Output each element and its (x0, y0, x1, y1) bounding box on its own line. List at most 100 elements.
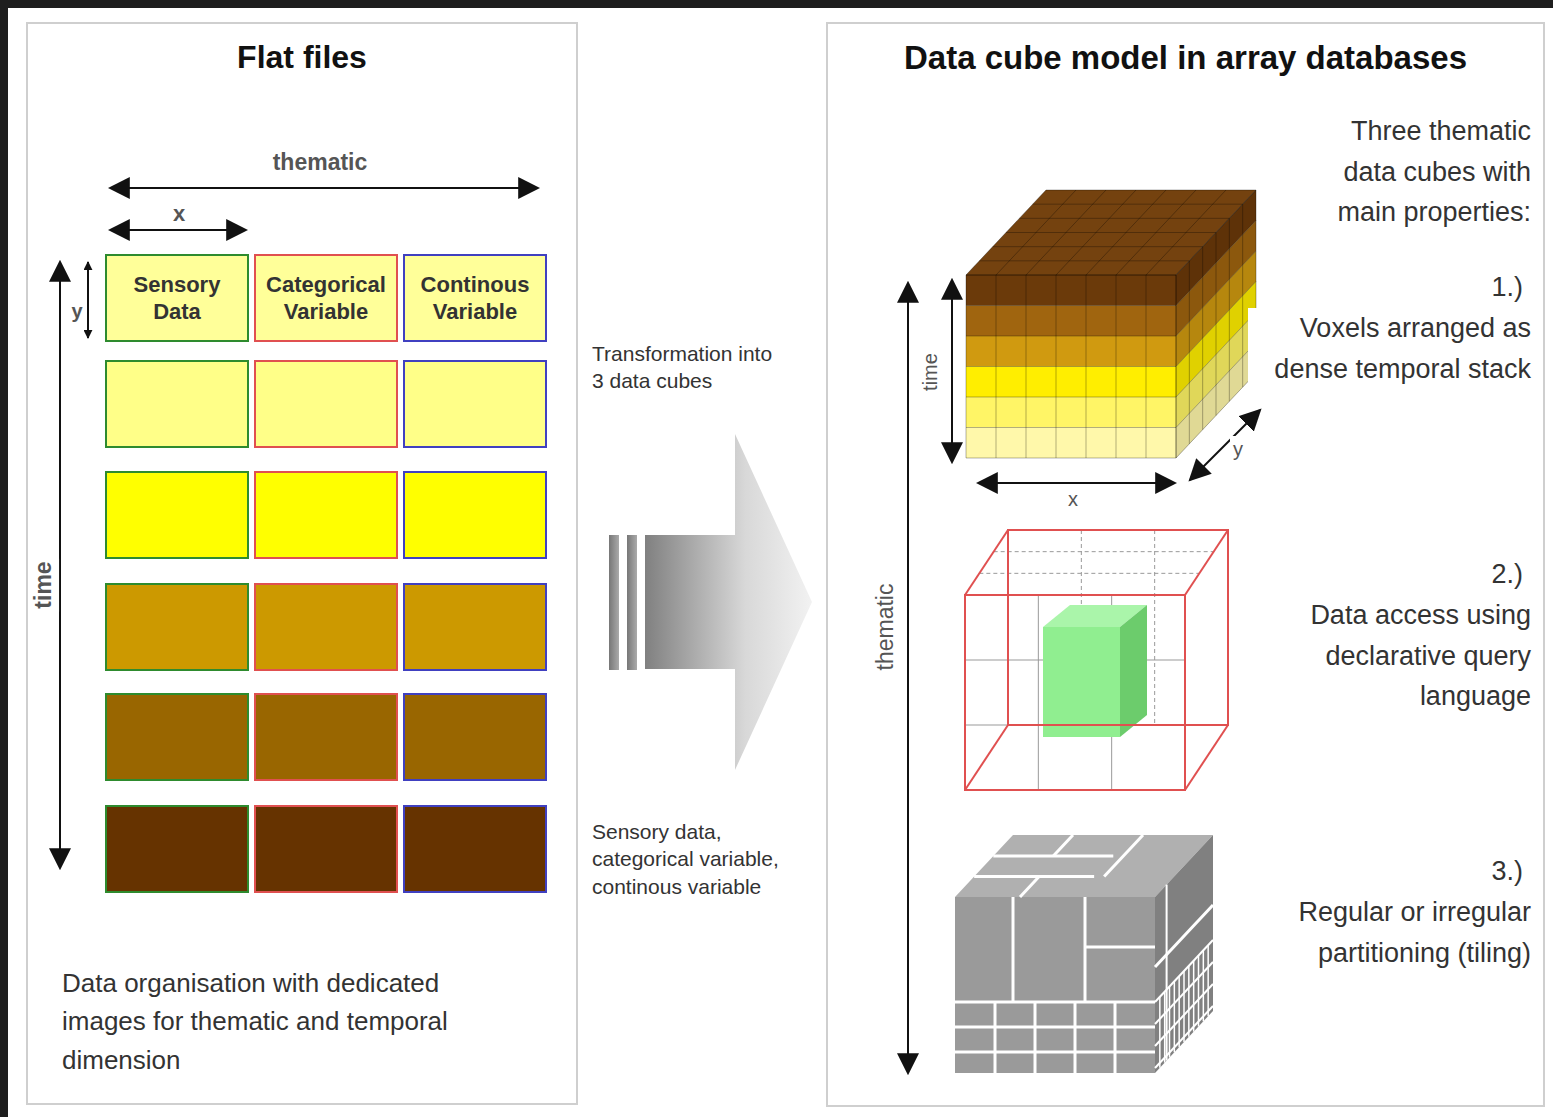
grid-line (974, 875, 1094, 878)
voxel-layer (966, 275, 1176, 306)
axis-label: y (1230, 436, 1246, 462)
grid-line (1154, 530, 1155, 725)
image-cell (404, 806, 546, 892)
note-text: Data access using declarative query lang… (1268, 595, 1534, 717)
grid-line (955, 1001, 1155, 1004)
grid-line (1006, 232, 1216, 233)
tile-face (955, 897, 1155, 1073)
cell-label: Categorical Variable (259, 271, 393, 326)
axis-label: thematic (270, 148, 371, 178)
grid-line (1176, 312, 1256, 397)
grid-line (1242, 204, 1243, 387)
grid-line (966, 305, 1176, 306)
axis-label: time (29, 558, 59, 611)
grid-line (1104, 835, 1143, 877)
grid-line (1012, 897, 1015, 1002)
image-cell (404, 472, 546, 558)
grid-line (966, 275, 1176, 276)
grid-line (1178, 976, 1180, 1047)
grid-line (1193, 961, 1195, 1032)
cell-label: Sensory Data (110, 271, 244, 326)
grid-line (1020, 877, 1039, 897)
axis-label: time (917, 350, 943, 394)
grid-line (1216, 233, 1217, 416)
grid-line (1207, 945, 1209, 1016)
panel-title: Flat files (28, 38, 576, 76)
panel-caption: Data organisation with dedicated images … (62, 964, 512, 1079)
axis-label: thematic (871, 581, 901, 674)
grid-line (1169, 987, 1171, 1058)
query-subcube (1120, 605, 1147, 737)
image-cell (106, 806, 248, 892)
cube-wire (1008, 530, 1228, 725)
grid-line (979, 573, 1199, 574)
panel-title: Data cube model in array databases (828, 38, 1543, 78)
grid-line (965, 530, 1008, 595)
grid-line (1033, 204, 1243, 205)
grid-line (979, 260, 1189, 261)
grid-line (966, 458, 1176, 459)
tile-face (1155, 835, 1213, 1073)
grid-line (1084, 897, 1087, 1002)
note-text: Three thematic data cubes with main prop… (1288, 111, 1534, 233)
grid-line (955, 1051, 1155, 1054)
voxel-layer (966, 428, 1176, 459)
image-cell: Sensory Data (105, 254, 249, 342)
grid-line (1185, 530, 1228, 595)
grid-line (1046, 190, 1256, 191)
note-text: 1.) (1440, 270, 1526, 305)
grid-line (1229, 218, 1230, 401)
grid-line (1053, 835, 1073, 856)
grid-line (1155, 905, 1213, 967)
grid-line (1188, 966, 1190, 1037)
grid-line (1183, 971, 1185, 1042)
cell-label: Continous Variable (408, 271, 542, 326)
image-cell (404, 694, 546, 780)
note-text: Sensory data, categorical variable, cont… (589, 818, 810, 900)
grid-line (1185, 725, 1228, 790)
note-text: Voxels arranged as dense temporal stack (1248, 308, 1534, 389)
voxel-layer (966, 336, 1176, 367)
image-cell: Categorical Variable (254, 254, 398, 342)
grid-line (1159, 997, 1161, 1068)
grid-line (993, 246, 1203, 247)
grid-line (966, 427, 1176, 428)
grid-line (966, 397, 1176, 398)
grid-line (1174, 981, 1176, 1052)
grid-line (1085, 946, 1155, 949)
image-cell (106, 694, 248, 780)
image-cell (255, 806, 397, 892)
grid-line (1176, 343, 1256, 428)
grid-line (994, 551, 1214, 552)
grid-line (955, 1026, 1155, 1029)
image-cell (255, 361, 397, 447)
image-cell (106, 472, 248, 558)
grid-line (1038, 595, 1039, 790)
image-cell: Continous Variable (403, 254, 547, 342)
voxel-layer (966, 397, 1176, 428)
axis-label: x (170, 200, 188, 229)
grid-line (966, 275, 1176, 276)
note-text: 3.) (1440, 854, 1526, 889)
grid-line (1019, 218, 1229, 219)
image-cell (404, 361, 546, 447)
axis-label: x (1065, 486, 1081, 512)
note-text: Regular or irregular partitioning (tilin… (1253, 892, 1534, 973)
axis-label: y (71, 298, 82, 324)
grid-line (1198, 956, 1200, 1027)
grid-line (1074, 1002, 1077, 1073)
voxel-layer (966, 367, 1176, 398)
grid-line (994, 1002, 997, 1073)
grid-line (1203, 950, 1205, 1021)
image-cell (255, 472, 397, 558)
grid-line (965, 725, 1008, 790)
note-text: 2.) (1440, 557, 1526, 592)
query-subcube (1043, 627, 1120, 737)
block-arrow (645, 434, 812, 770)
grid-line (1155, 1006, 1213, 1068)
grid-line (1114, 1002, 1117, 1073)
grid-line (966, 336, 1176, 337)
image-cell (404, 584, 546, 670)
voxel-layer (966, 306, 1176, 337)
